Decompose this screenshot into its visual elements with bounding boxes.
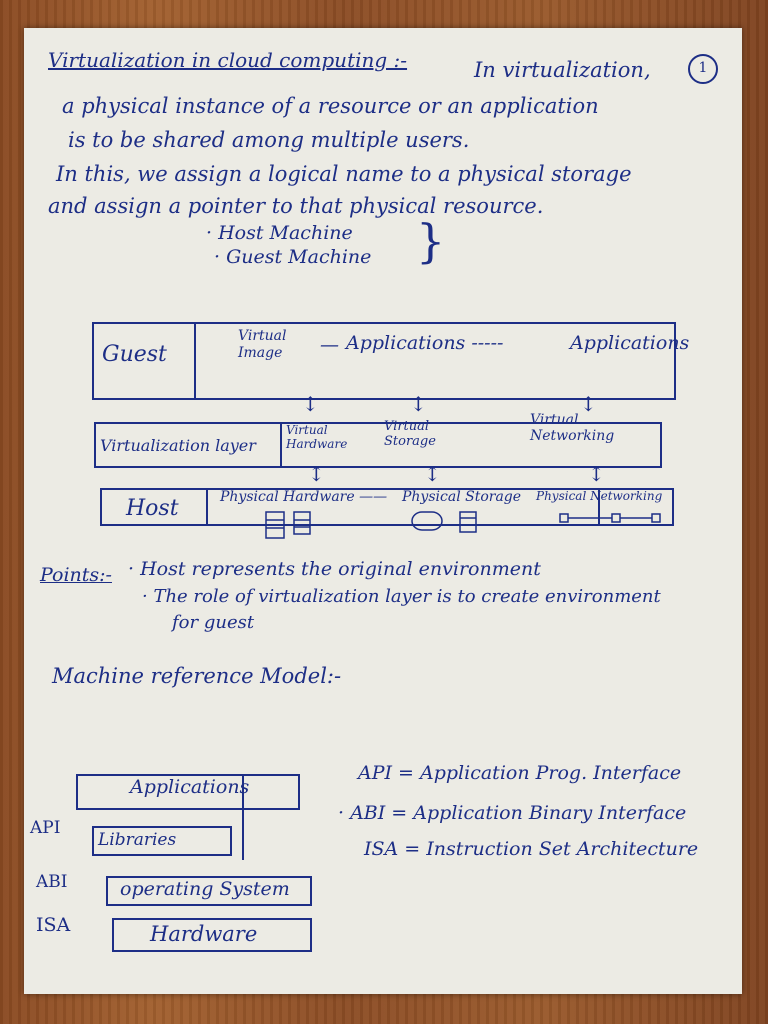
server-rack-icon-2 <box>293 511 311 535</box>
point-line-3: for guest <box>172 612 255 633</box>
host-net-divider <box>598 488 600 526</box>
arrow-guest-virtual-storage: ↕ <box>410 392 427 416</box>
points-label: Points:- <box>40 564 112 586</box>
host-label: Host <box>126 496 179 521</box>
applications-layer-box <box>76 774 300 810</box>
server-rack-icon-1 <box>265 511 285 539</box>
hardware-layer-label: Hardware <box>150 922 258 946</box>
intro-line-3: is to be shared among multiple users. <box>68 128 470 152</box>
guest-divider <box>194 322 196 400</box>
network-node-icon-3 <box>651 513 661 523</box>
operating-system-layer-box <box>106 876 312 906</box>
virtual-image-label: Virtual Image <box>238 328 287 361</box>
page-title: Virtualization in cloud computing :- <box>48 48 408 72</box>
page-number: 1 <box>688 54 718 84</box>
isa-side-label: ISA <box>36 914 71 936</box>
virtual-hardware-label: Virtual Hardware <box>286 423 348 451</box>
definition-api: API = Application Prog. Interface <box>358 762 682 784</box>
libraries-layer-label: Libraries <box>98 830 177 850</box>
intro-line-1: In virtualization, <box>474 58 651 82</box>
host-hardware-sketches <box>265 511 661 539</box>
applications-right-edge <box>242 774 244 860</box>
arrow-vlayer-host-net: ↕ <box>588 462 605 486</box>
dash-mark: — <box>320 334 339 356</box>
network-node-icon-2 <box>611 513 621 523</box>
virtualization-divider <box>280 422 282 468</box>
arrow-vlayer-host-storage: ↕ <box>424 462 441 486</box>
handwritten-notes-page: 1 Virtualization in cloud computing :- I… <box>24 28 742 994</box>
storage-rack-icon <box>459 511 477 533</box>
network-node-icon-1 <box>559 513 569 523</box>
host-layer-box <box>100 488 674 526</box>
curly-brace-mark: } <box>416 214 446 268</box>
point-line-1: · Host represents the original environme… <box>128 558 541 580</box>
guest-layer-box <box>92 322 676 400</box>
physical-networking-label: Physical Networking <box>536 489 663 503</box>
bullet-host-machine-text: Host Machine <box>218 222 353 244</box>
arrow-guest-virtual-net: ↕ <box>580 392 597 416</box>
machine-model-heading: Machine reference Model:- <box>52 664 342 688</box>
definition-isa: ISA = Instruction Set Architecture <box>364 838 699 860</box>
arrow-vlayer-host-hw: ↕ <box>308 462 325 486</box>
physical-hardware-label: Physical Hardware —— <box>220 489 388 505</box>
virtualization-layer-label: Virtualization layer <box>100 436 256 455</box>
bullet-guest-machine: · Guest Machine <box>214 246 372 268</box>
intro-line-4: In this, we assign a logical name to a p… <box>56 162 632 186</box>
applications-layer-label: Applications <box>130 776 250 798</box>
intro-line-2: a physical instance of a resource or an … <box>62 94 599 118</box>
storage-drum-icon <box>411 511 443 531</box>
abi-side-label: ABI <box>36 872 68 892</box>
libraries-layer-box <box>92 826 232 856</box>
virtual-storage-label: Virtual Storage <box>384 419 436 449</box>
applications-label-1: Applications ----- <box>346 332 504 354</box>
operating-system-layer-label: operating System <box>120 878 290 900</box>
hardware-layer-box <box>112 918 312 952</box>
bullet-host-machine: · Host Machine <box>206 222 353 244</box>
bullet-guest-machine-text: Guest Machine <box>226 246 372 268</box>
virtual-networking-label: Virtual Networking <box>530 412 615 445</box>
arrow-guest-virtual-hw: ↕ <box>302 392 319 416</box>
virtualization-layer-box <box>94 422 662 468</box>
physical-storage-label: Physical Storage <box>402 489 522 505</box>
point-line-2: · The role of virtualization layer is to… <box>142 586 661 607</box>
intro-line-5: and assign a pointer to that physical re… <box>48 194 544 218</box>
applications-label-2: Applications <box>570 332 690 354</box>
definition-abi: · ABI = Application Binary Interface <box>338 802 687 824</box>
host-divider <box>206 488 208 526</box>
guest-label: Guest <box>102 342 167 367</box>
api-side-label: API <box>30 818 61 838</box>
